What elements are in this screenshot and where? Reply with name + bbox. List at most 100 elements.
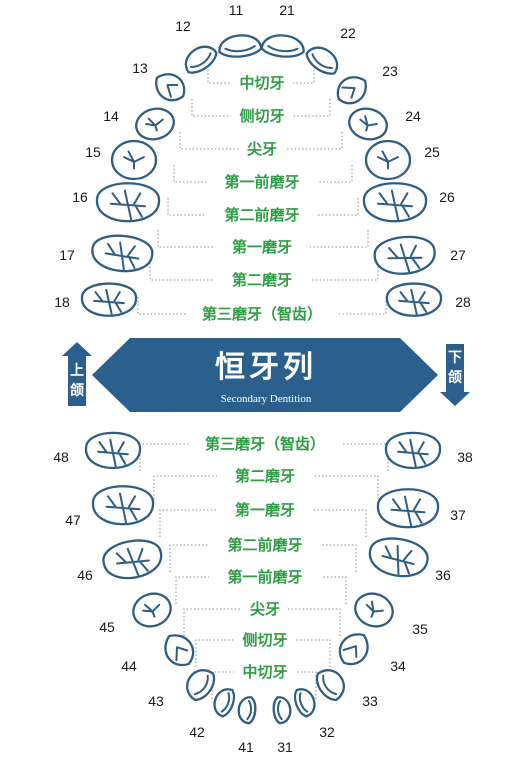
- tooth: [213, 688, 236, 718]
- leader-line: [195, 639, 234, 667]
- tooth-edge: [220, 692, 231, 713]
- leader-line: [338, 297, 387, 315]
- tooth: [237, 696, 257, 725]
- tooth-type-label: 第三磨牙（智齿）: [205, 435, 325, 453]
- lower-jaw-label: 下: [448, 350, 462, 366]
- tooth-edge: [276, 700, 283, 721]
- upper-jaw-label: 颌: [70, 382, 84, 399]
- banner-subtitle: Secondary Dentition: [221, 393, 312, 405]
- tooth: [336, 76, 367, 105]
- fissure-lines: [115, 547, 150, 577]
- cusp-ridge: [166, 83, 179, 98]
- tooth: [186, 669, 216, 702]
- tooth: [385, 282, 443, 317]
- leader-line: [137, 297, 186, 315]
- leader-line: [183, 608, 242, 636]
- leader-line: [293, 66, 315, 84]
- tooth-number: 46: [77, 567, 93, 583]
- upper-jaw-arrow: 上 颌: [62, 342, 92, 406]
- tooth: [348, 107, 388, 141]
- tooth-number: 45: [99, 619, 115, 635]
- leader-line: [173, 165, 206, 183]
- fissure-lines: [145, 117, 164, 132]
- fissure-lines: [387, 243, 423, 273]
- tooth-number: 27: [450, 247, 466, 263]
- leader-line: [321, 544, 357, 572]
- tooth-edge: [322, 674, 338, 696]
- tooth-number: 17: [59, 247, 75, 263]
- leader-line: [310, 263, 379, 281]
- tooth-number: 34: [390, 658, 406, 674]
- tooth: [91, 234, 154, 273]
- leader-line: [285, 132, 343, 150]
- tooth-number: 41: [238, 739, 254, 755]
- tooth: [373, 235, 436, 275]
- tooth-type-label: 尖牙: [247, 140, 277, 158]
- tooth-edge: [190, 52, 212, 68]
- leader-line: [288, 608, 341, 636]
- tooth-type-label: 第一磨牙: [235, 501, 295, 519]
- fissure-lines: [109, 189, 147, 221]
- tooth-number: 43: [148, 693, 164, 709]
- tooth: [155, 73, 186, 102]
- teeth: [80, 34, 443, 725]
- leader-line: [293, 99, 331, 117]
- tooth-edge: [193, 674, 209, 696]
- tooth-outline: [184, 45, 218, 74]
- tooth-type-labels: 中切牙 侧切牙 尖牙 第一前磨牙 第二前磨牙 第一磨牙 第二磨牙 第三磨牙（智齿…: [202, 74, 325, 681]
- fissure-lines: [365, 600, 384, 618]
- tooth: [80, 282, 138, 317]
- tooth: [369, 537, 429, 578]
- fissure-lines: [376, 189, 414, 221]
- tooth-outline: [305, 46, 339, 75]
- fissure-lines: [142, 603, 161, 618]
- tooth-number: 26: [439, 189, 455, 205]
- cusp-ridge: [341, 86, 356, 99]
- tooth: [376, 488, 440, 529]
- tooth: [293, 688, 316, 718]
- fissure-lines: [359, 115, 378, 132]
- tooth-outline: [155, 73, 186, 102]
- tooth-number: 32: [319, 724, 335, 740]
- fissure-lines: [104, 241, 140, 271]
- tooth-edge: [298, 692, 309, 713]
- tooth-number: 14: [103, 108, 119, 124]
- tooth-number: 24: [405, 108, 421, 124]
- tooth: [362, 182, 428, 223]
- tooth-number: 44: [121, 658, 137, 674]
- tooth-number: 33: [362, 693, 378, 709]
- tooth-type-label: 第一磨牙: [232, 238, 292, 256]
- tooth-number: 21: [279, 2, 295, 18]
- leader-line: [321, 576, 347, 604]
- tooth: [184, 45, 218, 74]
- lower-jaw-label: 颌: [448, 369, 462, 386]
- tooth-outline: [213, 688, 236, 718]
- leader-line: [153, 475, 217, 503]
- tooth: [384, 431, 442, 469]
- tooth: [95, 182, 161, 223]
- tooth-number: 36: [435, 567, 451, 583]
- tooth-number: 28: [455, 294, 471, 310]
- tooth: [110, 139, 158, 181]
- cusp-ridge: [342, 645, 358, 658]
- leader-line: [341, 443, 389, 471]
- fissure-lines: [398, 288, 430, 316]
- tooth: [102, 539, 162, 580]
- lower-jaw-arrow: 下 颌: [440, 344, 470, 406]
- leader-line: [207, 66, 231, 84]
- tooth-edge: [224, 45, 256, 53]
- tooth: [218, 34, 263, 58]
- tooth-number: 13: [132, 60, 148, 76]
- fissure-lines: [397, 438, 429, 468]
- tooth-number: 47: [65, 512, 81, 528]
- fissure-lines: [381, 544, 415, 576]
- tooth-type-label: 侧切牙: [239, 107, 284, 125]
- tooth-type-label: 侧切牙: [242, 631, 287, 649]
- tooth: [91, 485, 155, 526]
- leader-line: [296, 639, 331, 667]
- tooth-type-label: 尖牙: [250, 600, 280, 618]
- tooth: [354, 592, 394, 628]
- tooth-edge: [246, 700, 253, 721]
